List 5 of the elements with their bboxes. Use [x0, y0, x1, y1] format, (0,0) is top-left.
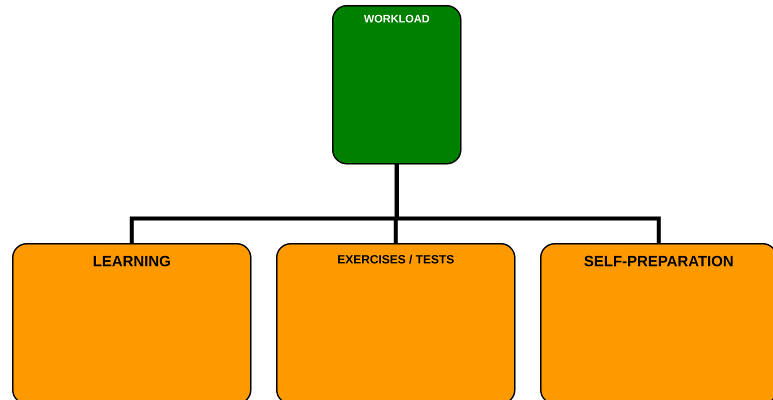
category-box: LEARNING [12, 243, 252, 400]
connector-line [394, 164, 661, 243]
category-box: EXERCISES / TESTS [276, 243, 516, 400]
category-box: SELF-PREPARATION [540, 243, 773, 400]
workload-box: WORKLOAD [332, 5, 462, 164]
